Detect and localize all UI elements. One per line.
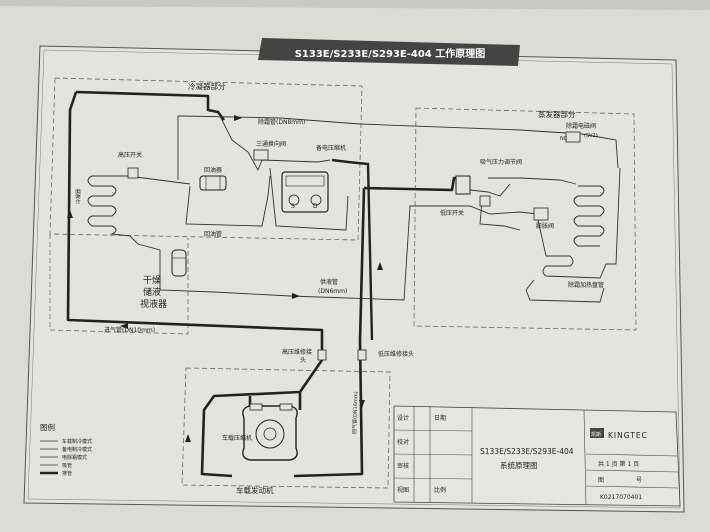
tb-product: S133E/S233E/S293E-404 (480, 447, 574, 456)
high-pressure-switch-label: 高压开关 (118, 151, 142, 159)
tb-drawing-name: 系统原理图 (500, 460, 538, 470)
liquid-pipe (129, 205, 539, 301)
suction-branch-pipe (469, 177, 577, 197)
defrost-valve-code-label: (SV2) (584, 133, 598, 139)
engine-to-service-pipe (331, 158, 374, 341)
engine-section-box (181, 367, 391, 489)
tb-check: 校对 (397, 438, 409, 446)
standby-compressor-label: 备电压缩机 (316, 144, 346, 152)
condenser-section-label: 冷凝器部分 (188, 81, 226, 91)
return-pipe-label: 回气管(DN16mm) (351, 391, 359, 434)
tb-no-label: 图 (598, 477, 604, 484)
three-way-valve (253, 149, 269, 161)
legend-item-1: 备电制冷模式 (62, 446, 92, 453)
tb-brand-cn: 凯斯 (591, 431, 601, 438)
oil-return-pipe (185, 175, 271, 227)
dryer-receiver (171, 249, 187, 277)
three-way-valve-label: 三通换向阀 (256, 140, 286, 148)
oil-return-2-label: 回油管 (204, 230, 222, 238)
arrow-icon (234, 115, 242, 121)
flow-arrows (67, 115, 383, 442)
expansion-valve-label: 膨胀阀 (536, 222, 554, 230)
defrost-solenoid-valve (565, 131, 581, 143)
dryer-label-1: 干燥 (143, 275, 161, 286)
low-service-port (357, 349, 367, 361)
paper-shadow-top (0, 0, 710, 10)
tb-brand: KINGTEC (608, 431, 648, 440)
legend: 图例 车载制冷模式 备电制冷模式 电除霜模式 吸管 排管 (40, 422, 92, 477)
legend-item-4: 排管 (62, 470, 72, 477)
evap-defrost-tray-coil (525, 167, 621, 303)
tb-design: 设计 (397, 414, 409, 422)
low-pressure-switch (479, 195, 491, 207)
upper-pipe (217, 111, 331, 172)
condenser-section-box-ext (49, 234, 189, 335)
evaporator-coil (573, 185, 605, 247)
dryer-label-2: 储液 (143, 286, 161, 298)
defrost-pipe-label: 除霜管(DN8mm) (258, 118, 305, 126)
inlet-pipe-label: 进气管(DN10mm) (104, 326, 155, 334)
suction-regulator-valve (455, 175, 471, 195)
high-pressure-switch (127, 167, 139, 179)
oil-separator (199, 175, 227, 191)
legend-item-2: 电除霜模式 (62, 454, 87, 461)
nc-label: NC (560, 136, 568, 142)
evaporator-section-label: 蒸发器部分 (538, 109, 576, 119)
high-service-port (317, 349, 327, 361)
page-title: S133E/S233E/S293E-404 工作原理图 (295, 47, 486, 60)
tb-review: 审核 (397, 462, 409, 470)
vehicle-compressor (242, 403, 298, 461)
defrost-valve-label: 除霜电磁阀 (566, 122, 596, 130)
tb-drawing: 视图 (397, 486, 409, 494)
arrow-icon (185, 434, 191, 442)
standby-compressor-port-d: D (313, 203, 318, 210)
liquid-pipe-label: 供液管 (320, 278, 338, 286)
standby-compressor-port-s: S (291, 203, 295, 210)
tb-drawing-no: K0217070401 (600, 494, 642, 501)
arrow-icon (292, 293, 300, 299)
low-pressure-pipe (479, 199, 521, 231)
legend-title: 图例 (40, 422, 55, 432)
arrow-icon (377, 262, 383, 270)
standby-compressor (281, 171, 329, 213)
vehicle-compressor-label: 车载压缩机 (222, 434, 252, 442)
tb-total: 共 1 页 第 1 页 (598, 460, 639, 468)
main-refrigerant-loop (66, 90, 462, 478)
liquid-pipe-size-label: (DN6mm) (318, 288, 347, 295)
standby-compressor-loop (269, 167, 349, 231)
legend-item-3: 吸管 (62, 462, 72, 469)
condenser-coil (87, 175, 131, 237)
tb-scale: 比例 (434, 486, 446, 494)
low-pressure-switch-label: 低压开关 (440, 209, 464, 217)
expansion-valve (533, 207, 549, 221)
condenser-section-box (49, 77, 363, 241)
title-block (393, 405, 681, 507)
low-service-label: 低压维修接头 (378, 350, 414, 358)
high-service-label-2: 头 (300, 356, 306, 364)
suction-regulator-label: 吸气压力调节阀 (480, 158, 522, 166)
condenser-label: 冷凝器 (75, 189, 82, 204)
engine-section-label: 车载发动机 (236, 485, 274, 495)
tb-date: 日期 (434, 414, 446, 422)
legend-item-0: 车载制冷模式 (62, 438, 92, 445)
dryer-label-3: 视液器 (140, 298, 167, 310)
arrow-icon (120, 323, 128, 329)
evap-defrost-tray-label: 除霜加热盘管 (568, 281, 604, 289)
high-service-label: 高压维修接 (282, 348, 312, 356)
title-banner (258, 38, 520, 66)
arrow-icon (359, 400, 365, 408)
oil-return-1-label: 回油器 (204, 166, 222, 174)
defrost-pipe (177, 115, 619, 180)
arrow-icon (67, 210, 73, 218)
tb-no-label-2: 号 (636, 477, 642, 484)
evaporator-section-box (413, 107, 637, 331)
